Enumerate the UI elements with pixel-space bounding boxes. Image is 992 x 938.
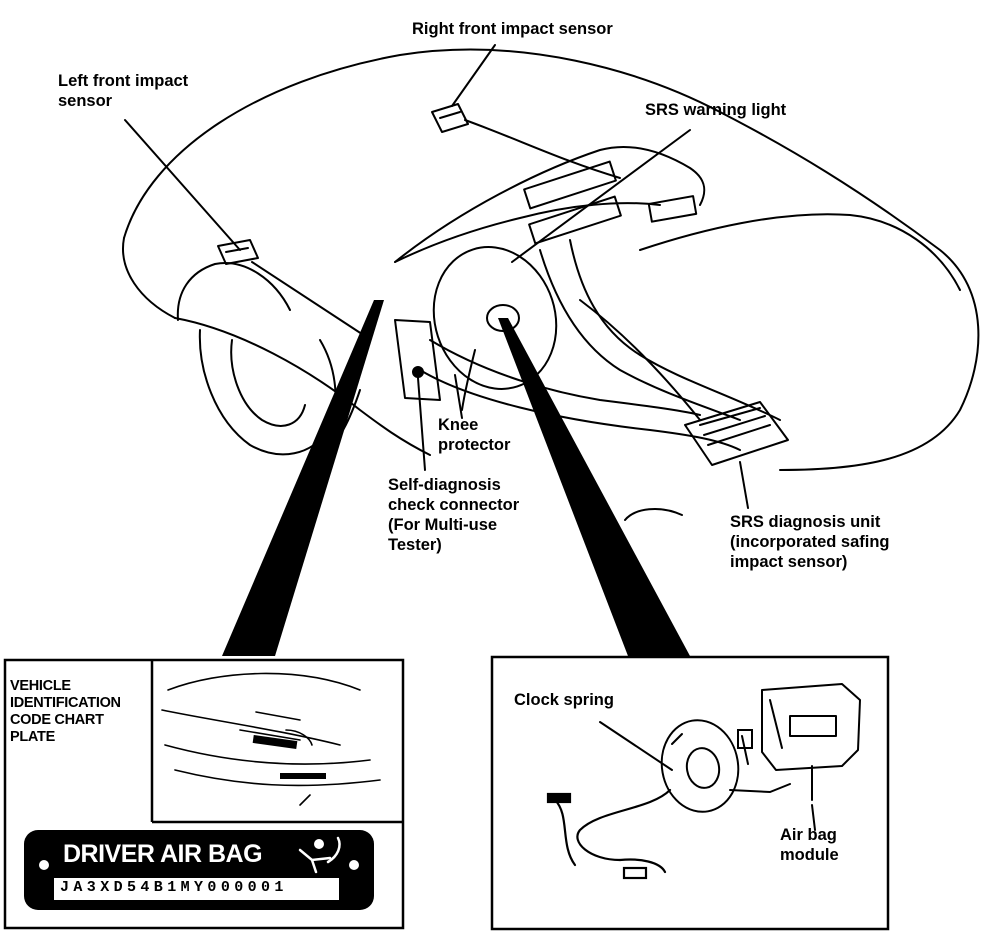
harness-to-unit <box>579 299 701 421</box>
callout-wedge-right <box>498 318 690 656</box>
vin-location-marker <box>252 734 298 750</box>
label-left-front-impact-sensor: Left front impact sensor <box>58 72 189 110</box>
vin-location-bar <box>280 773 326 779</box>
leader-clock-spring <box>599 721 673 771</box>
fender-arch <box>176 262 291 321</box>
glovebox <box>647 195 698 223</box>
rear-deck-line <box>639 213 961 291</box>
right-sensor-drawing <box>431 103 469 133</box>
label-knee-protector: Knee protector <box>438 416 511 454</box>
clock-spring-pigtail <box>546 788 672 880</box>
leader-left-sensor <box>124 119 241 251</box>
leader-connector <box>417 377 426 471</box>
vin-plate-title: VEHICLE IDENTIFICATION CODE CHART PLATE <box>10 678 121 745</box>
clock-spring-drawing <box>660 719 791 813</box>
check-connector-dot <box>412 366 424 378</box>
dashboard-lower <box>429 339 701 416</box>
leader-srs-unit <box>739 461 749 509</box>
label-right-front-impact-sensor: Right front impact sensor <box>412 20 613 38</box>
leader-airbag <box>811 804 816 831</box>
label-air-bag-module: Air bag module <box>780 826 839 864</box>
badge-rivet-right <box>349 860 359 870</box>
harness-left <box>251 261 369 339</box>
label-srs-diagnosis-unit: SRS diagnosis unit (incorporated safing … <box>730 513 890 571</box>
vin-code-text: JA3XD54B1MY000001 <box>60 879 288 896</box>
steering-wheel <box>432 246 558 390</box>
dashboard-top <box>394 145 706 263</box>
floor-line <box>419 369 741 451</box>
leader-warning-light <box>511 129 691 263</box>
dashboard-face <box>394 202 661 263</box>
vin-location-sketch <box>161 672 381 806</box>
vin-code-strip <box>54 878 339 900</box>
front-wheel <box>198 329 337 456</box>
label-clock-spring: Clock spring <box>514 691 614 709</box>
leader-knee <box>454 374 463 419</box>
leader-right-sensor <box>451 44 496 107</box>
vent-center <box>528 195 622 245</box>
steering-column <box>461 349 476 411</box>
console-side <box>539 249 741 421</box>
hood-to-fender-line <box>174 317 431 456</box>
center-console <box>569 239 781 421</box>
seat-curve <box>624 508 683 521</box>
front-wheel-inner <box>230 339 306 427</box>
knee-protector-panel <box>394 319 441 401</box>
vent-left <box>523 160 617 210</box>
airbag-pictogram <box>298 836 341 874</box>
clock-spring-inset-frame <box>490 655 890 931</box>
car-body-outline <box>123 48 980 471</box>
label-srs-warning-light: SRS warning light <box>645 101 787 119</box>
left-sensor-drawing <box>217 239 259 265</box>
airbag-module-drawing <box>761 683 861 801</box>
badge-rivet-left <box>39 860 49 870</box>
driver-airbag-badge-text: DRIVER AIR BAG <box>63 840 263 868</box>
harness-right <box>464 119 621 179</box>
vin-plate-inset-frame <box>3 658 405 930</box>
label-self-diagnosis-check-connector: Self-diagnosis check connector (For Mult… <box>388 476 520 554</box>
car-front-edge <box>122 237 176 319</box>
callout-wedge-left <box>222 300 384 656</box>
srs-unit-drawing <box>684 401 789 466</box>
